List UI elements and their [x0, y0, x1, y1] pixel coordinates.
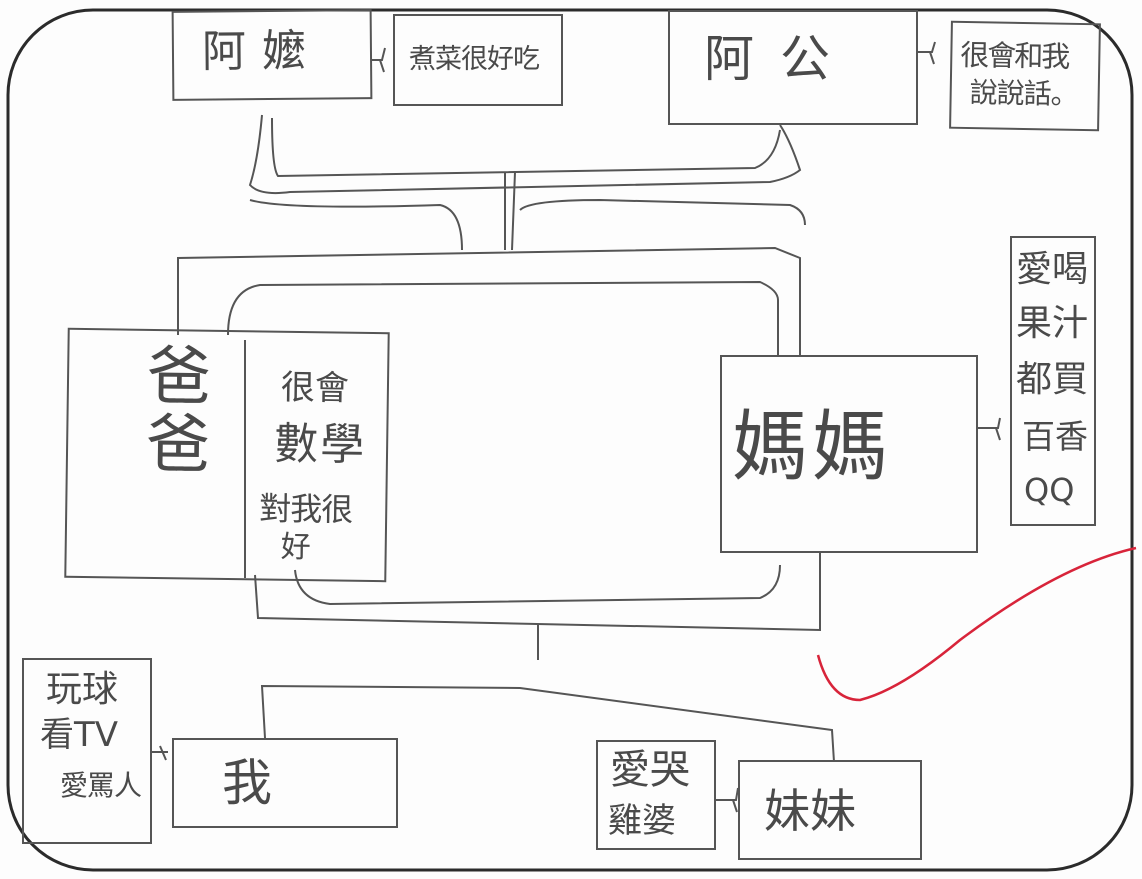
dad-note-line4: 好	[280, 529, 311, 566]
me-note-line1: 玩球	[46, 669, 119, 710]
outer-frame	[6, 8, 1134, 872]
grandparents-branch-left	[249, 199, 463, 251]
mom-name: 媽媽	[732, 402, 892, 491]
sister-note-connector	[716, 787, 739, 813]
grandma-note: 煮菜很好吃	[409, 44, 540, 75]
dad-note-line1: 很會	[280, 367, 350, 409]
grandma-note-connector	[372, 47, 386, 73]
mom-note-line1: 愛喝	[1016, 249, 1089, 290]
grandpa-note-box: 很會和我 說說話。	[949, 20, 1101, 132]
me-name: 我	[222, 754, 272, 812]
parents-link-top	[177, 246, 801, 355]
grandparents-stem	[504, 171, 516, 251]
mom-note-line2: 果汁	[1016, 303, 1089, 344]
mom-note-line4: 百香	[1022, 417, 1088, 456]
grandparents-link-outer	[248, 114, 802, 195]
sister-name: 妹妹	[764, 784, 856, 838]
grandpa-box: 阿公	[668, 10, 918, 125]
dad-name-text: 爸爸	[145, 339, 212, 483]
me-box: 我	[172, 738, 398, 828]
sister-box: 妹妹	[738, 760, 922, 860]
dad-box: 爸爸 很會 數學 對我很 好	[64, 327, 390, 583]
mom-box: 媽媽	[720, 355, 978, 553]
grandpa-note-line1: 很會和我	[960, 37, 1069, 74]
dad-name: 爸爸	[128, 339, 230, 483]
children-link	[260, 684, 835, 763]
grandpa-name: 阿公	[704, 30, 856, 88]
me-note-line2: 看TV	[40, 715, 119, 755]
sister-note-line2: 雞婆	[608, 801, 676, 841]
me-note-line3: 愛罵人	[60, 769, 142, 802]
grandma-name: 阿嬤	[201, 25, 323, 78]
mom-note-line5: QQ	[1024, 471, 1075, 509]
me-note-connector	[152, 745, 168, 761]
grandparents-branch-right	[519, 198, 806, 226]
mom-note-box: 愛喝 果汁 都買 百香 QQ	[1010, 236, 1096, 526]
parents-link-top-inner	[227, 280, 779, 355]
grandpa-note-connector	[918, 41, 936, 65]
sister-note-line1: 愛哭	[610, 747, 690, 793]
me-note-box: 玩球 看TV 愛罵人	[22, 658, 152, 844]
mom-note-connector	[978, 417, 1001, 441]
dad-note-line3: 對我很	[258, 489, 353, 529]
grandpa-note-line2: 說說話。	[969, 76, 1078, 111]
grandma-box: 阿嬤	[171, 9, 373, 101]
sister-note-box: 愛哭 雞婆	[596, 740, 716, 850]
red-check-mark	[816, 546, 1137, 702]
dad-note-line2: 數學	[273, 418, 367, 471]
parents-link-bottom-inner	[294, 564, 781, 606]
grandma-note-box: 煮菜很好吃	[393, 14, 563, 106]
grandparents-link-inner	[271, 117, 781, 178]
mom-note-line3: 都買	[1016, 359, 1089, 400]
